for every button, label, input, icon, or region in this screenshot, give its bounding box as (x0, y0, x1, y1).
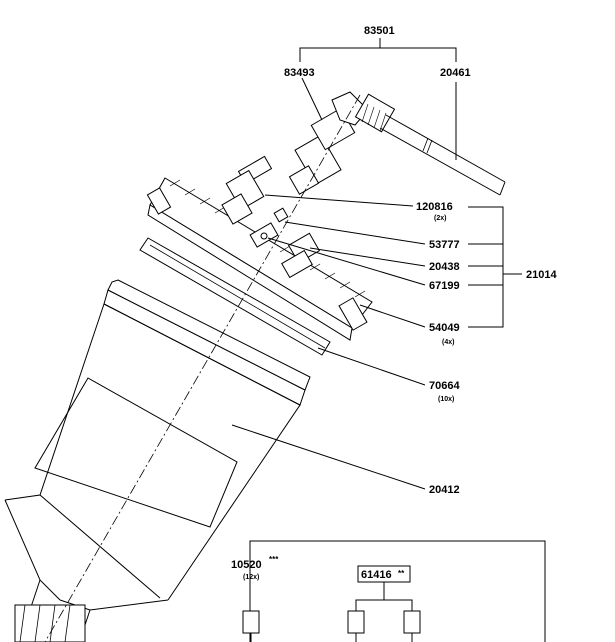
qty-54049: (4x) (442, 339, 454, 346)
label-20438: 20438 (429, 261, 460, 273)
label-20461: 20461 (440, 67, 471, 79)
box-61416-a (347, 610, 365, 634)
label-67199: 67199 (429, 280, 460, 292)
gasket (139, 237, 331, 356)
qty-70664: (10x) (438, 396, 454, 403)
label-20412: 20412 (429, 484, 460, 496)
cup-window (34, 377, 238, 528)
lower-schematic (242, 540, 546, 642)
check-valve (221, 155, 273, 225)
label-61416: 61416 (361, 569, 392, 581)
qty-120816: (2x) (434, 215, 446, 222)
box-10520 (242, 610, 260, 634)
label-21014: 21014 (526, 269, 557, 281)
box-61416-b (403, 610, 421, 634)
label-54049: 54049 (429, 322, 460, 334)
label-53777: 53777 (429, 239, 460, 251)
cup-body (4, 279, 311, 642)
leader-lines (231, 38, 522, 490)
small-parts (249, 207, 321, 279)
qty-10520: (12x) (243, 574, 259, 581)
label-83493: 83493 (284, 67, 315, 79)
label-10520: 10520 (231, 559, 262, 571)
stars-61416: ** (398, 569, 405, 578)
label-83501: 83501 (364, 25, 395, 37)
stars-10520: *** (269, 555, 279, 564)
label-120816: 120816 (416, 201, 453, 213)
center-axis (44, 94, 361, 642)
label-70664: 70664 (429, 380, 460, 392)
elbow-tube (331, 91, 506, 196)
